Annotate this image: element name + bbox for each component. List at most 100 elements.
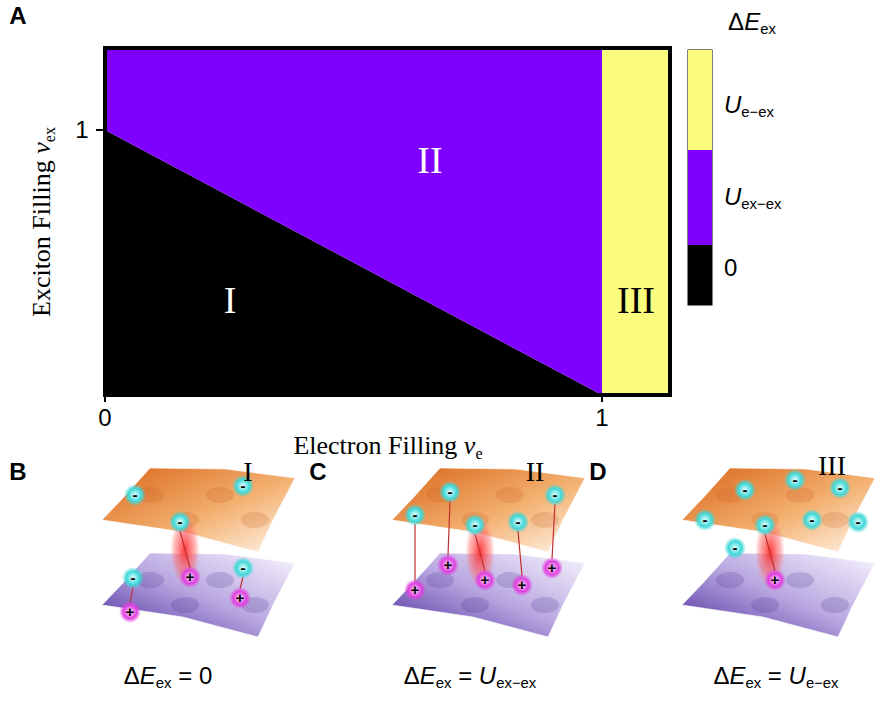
electron-charge: - [473,517,478,532]
surface-bump [786,572,814,588]
binding-line [475,534,485,571]
surface-bump [206,572,234,588]
region-shape [602,48,670,395]
electron-dot [169,511,191,533]
electron-dot [507,511,529,533]
electron-charge: - [241,560,246,575]
hole-dot [541,557,563,579]
surface-bump [821,512,849,528]
surface-bump [241,512,269,528]
electron-dot [464,514,486,536]
surface-bump [821,597,849,613]
binding-line [180,531,190,568]
binding-line [765,534,775,571]
surface-bump [171,597,199,613]
electron-charge: - [133,487,138,502]
electron-charge: - [733,540,738,555]
surface-bump [461,597,489,613]
phase-region: III [602,48,670,395]
binding-line [414,524,415,581]
hole-dot [437,554,459,576]
hole-dot [229,587,251,609]
electron-dot [784,469,806,491]
hole-charge: + [236,590,245,605]
electron-dot [232,557,254,579]
panel-phase: II [526,458,545,486]
electron-dot [734,479,756,501]
panel-letter: C [309,460,326,484]
surface-bump [716,572,744,588]
electron-charge: - [703,512,708,527]
hole-charge: + [548,560,557,575]
electron-charge: - [413,507,418,522]
axis-title: Electron Filling νe [293,433,482,459]
panel-letter: D [589,460,606,484]
axis-tick: 1 [595,406,608,430]
surface-bump [751,597,779,613]
hole-charge: + [518,577,527,592]
electron-dot [724,537,746,559]
hole-charge: + [481,572,490,587]
electron-dot [439,481,461,503]
binding-line [552,504,555,559]
energy-caption: ΔEex = Uex−ex [404,664,537,688]
electron-dot [122,567,144,589]
hole-dot [179,566,201,588]
region-label: III [617,281,655,319]
colorbar-title: ΔEex [728,10,776,34]
electron-dot [124,484,146,506]
electron-dot [801,509,823,531]
colorbar-swatch [688,150,712,245]
energy-caption: ΔEex = 0 [124,664,212,688]
axis-tick: 1 [75,118,88,142]
hole-charge: + [411,582,420,597]
hole-dot [119,601,141,623]
panel-phase: III [818,452,846,480]
region-shape [105,48,602,395]
electron-dot [694,509,716,531]
electron-charge: - [241,478,246,493]
electron-charge: - [131,570,136,585]
binding-line [518,531,522,576]
hole-dot [474,569,496,591]
hole-charge: + [771,572,780,587]
hole-dot [511,574,533,596]
electron-charge: - [856,514,861,529]
electron-dot [754,514,776,536]
phase-region: II [105,48,602,395]
panel-letter: A [9,4,26,28]
electron-charge: - [178,514,183,529]
electron-charge: - [810,512,815,527]
hole-charge: + [186,569,195,584]
surface-bump [206,487,234,503]
axis-title: Exciton Filling νex [29,127,55,317]
electron-charge: - [516,514,521,529]
electron-charge: - [793,472,798,487]
electron-dot [404,504,426,526]
colorbar-swatch [688,50,712,150]
binding-line [448,501,450,556]
colorbar-label: Uex−ex [724,185,781,209]
electron-dot [847,511,869,533]
electron-charge: - [553,487,558,502]
colorbar-label: Ue−ex [724,93,774,117]
electron-dot [544,484,566,506]
surface-bump [531,597,559,613]
hole-dot [404,579,426,601]
electron-charge: - [448,484,453,499]
colorbar-label: 0 [724,256,737,280]
binding-line [130,587,133,603]
hole-dot [764,569,786,591]
hole-charge: + [126,604,135,619]
region-label: I [224,281,237,319]
electron-charge: - [763,517,768,532]
hole-charge: + [444,557,453,572]
energy-caption: ΔEex = Ue−ex [713,664,838,688]
region-label: II [417,141,442,179]
surface-bump [496,487,524,503]
electron-charge: - [838,480,843,495]
electron-charge: - [743,482,748,497]
axis-tick: 0 [98,406,111,430]
colorbar-swatch [688,245,712,305]
panel-letter: B [9,460,26,484]
